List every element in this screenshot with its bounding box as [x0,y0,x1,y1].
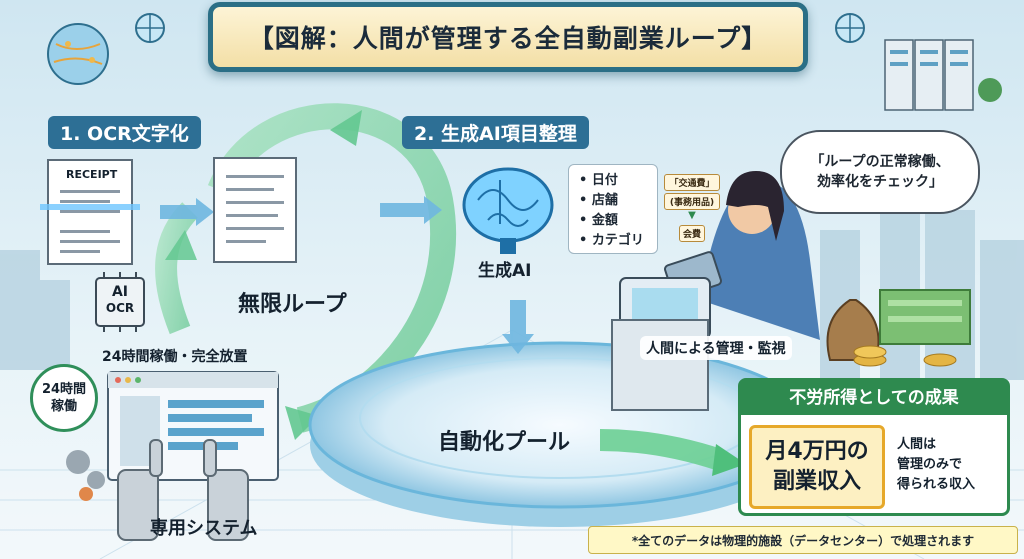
receipt-label: RECEIPT [66,168,118,181]
pool-label: 自動化プール [438,430,571,455]
side-line2: 管理のみで [897,457,963,472]
title-banner: 【図解：人間が管理する全自動副業ループ】 [208,2,808,72]
tag-office: (事務用品) [664,193,720,210]
result-side-text: 人間は 管理のみで 得られる収入 [897,435,975,495]
income-line1: 月4万円の [765,439,869,464]
list-item: • 店舗 [579,193,618,208]
badge-line1: 24時間 [41,382,87,397]
result-header: 不労所得としての成果 [741,381,1007,415]
page-title: 【図解：人間が管理する全自動副業ループ】 [248,24,768,53]
brain-icon [462,167,554,254]
human-label: 人間による管理・監視 [640,336,792,360]
thought-bubble: 「ループの正常稼働、 効率化をチェック」 [780,130,980,214]
tag-transport: 「交通費」 [664,174,720,191]
result-box: 不労所得としての成果 月4万円の 副業収入 人間は 管理のみで 得られる収入 [738,378,1010,516]
list-item: • 日付 [579,173,618,188]
ai-items-list: • 日付 • 店舗 • 金額 • カテゴリ [568,164,658,254]
globe-icon [47,23,109,85]
step-ocr-label: 1. OCR文字化 [48,116,201,149]
system-bottom-label: 専用システム [150,518,258,539]
system-top-label: 24時間稼働・完全放置 [102,349,248,365]
ai-chip-line2: OCR [105,301,135,315]
category-tags: 「交通費」 (事務用品) ▼ 会費 [664,174,720,242]
income-badge: 月4万円の 副業収入 [749,425,885,509]
brain-label: 生成AI [478,261,532,281]
step-ai-label: 2. 生成AI項目整理 [402,116,589,149]
loop-label: 無限ループ [238,292,347,317]
always-on-badge: 24時間 稼働 [30,364,98,432]
badge-line2: 稼働 [50,399,77,414]
list-item: • 金額 [579,213,618,228]
thought-line2: 効率化をチェック」 [817,174,943,190]
thought-line1: 「ループの正常稼働、 [810,154,950,170]
ai-ocr-chip: AI OCR [96,284,144,316]
income-line2: 副業収入 [772,469,861,494]
list-item: • カテゴリ [579,233,644,248]
tag-fee: 会費 [678,225,705,242]
footnote: *全てのデータは物理的施設（データセンター）で処理されます [588,526,1018,554]
ai-chip-line1: AI [111,284,129,300]
side-line3: 得られる収入 [897,477,976,492]
side-line1: 人間は [897,437,937,452]
